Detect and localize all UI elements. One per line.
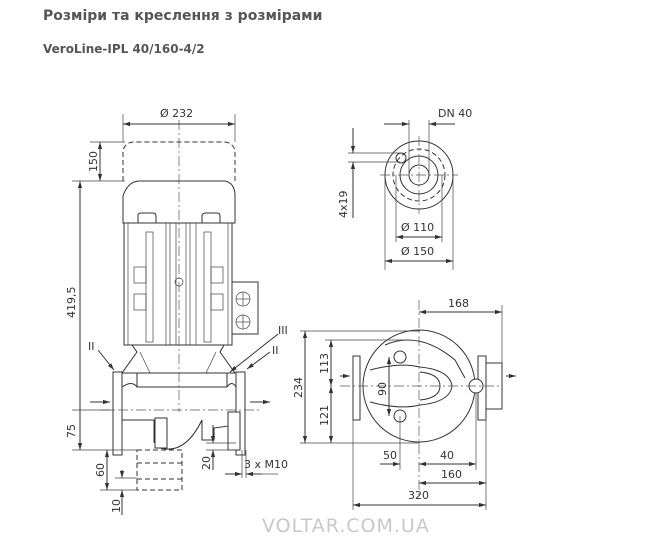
dim-total-height: 419,5 [65, 287, 78, 319]
page-title: Розміри та креслення з розмірами [43, 8, 323, 24]
dim-axis-height: 75 [65, 424, 78, 438]
dim-motor-removal: 150 [87, 151, 100, 172]
watermark: VOLTAR.COM.UA [262, 515, 430, 537]
top-view: 168 234 113 121 90 50 40 160 320 [292, 297, 516, 510]
dim-dn: DN 40 [438, 107, 472, 120]
dim-113: 113 [318, 353, 331, 374]
dim-bolt-circle: Ø 110 [401, 221, 434, 234]
marker-ii-left: II [88, 340, 95, 353]
dim-base-offset: 10 [110, 499, 123, 513]
dim-50: 50 [383, 449, 397, 462]
dim-234: 234 [292, 377, 305, 398]
bolts-label: 3 x M10 [244, 458, 288, 471]
flange-view: DN 40 4x19 Ø 110 Ø 150 [337, 107, 472, 270]
dim-flange-diameter: Ø 150 [401, 245, 434, 258]
dim-160: 160 [441, 468, 462, 481]
dim-320: 320 [408, 489, 429, 502]
dim-121: 121 [318, 405, 331, 426]
side-view: Ø 232 150 419,5 75 60 10 20 3 x M10 II I… [65, 107, 288, 515]
dim-foot: 20 [200, 456, 213, 470]
marker-iii: III [278, 324, 288, 337]
dim-base: 60 [94, 463, 107, 477]
dim-motor-diameter: Ø 232 [160, 107, 193, 120]
marker-ii-right: II [272, 344, 279, 357]
dim-holes: 4x19 [337, 190, 350, 218]
dim-40: 40 [440, 449, 454, 462]
dim-168: 168 [448, 297, 469, 310]
product-model: VeroLine-IPL 40/160-4/2 [43, 42, 205, 56]
dim-90: 90 [376, 382, 389, 396]
